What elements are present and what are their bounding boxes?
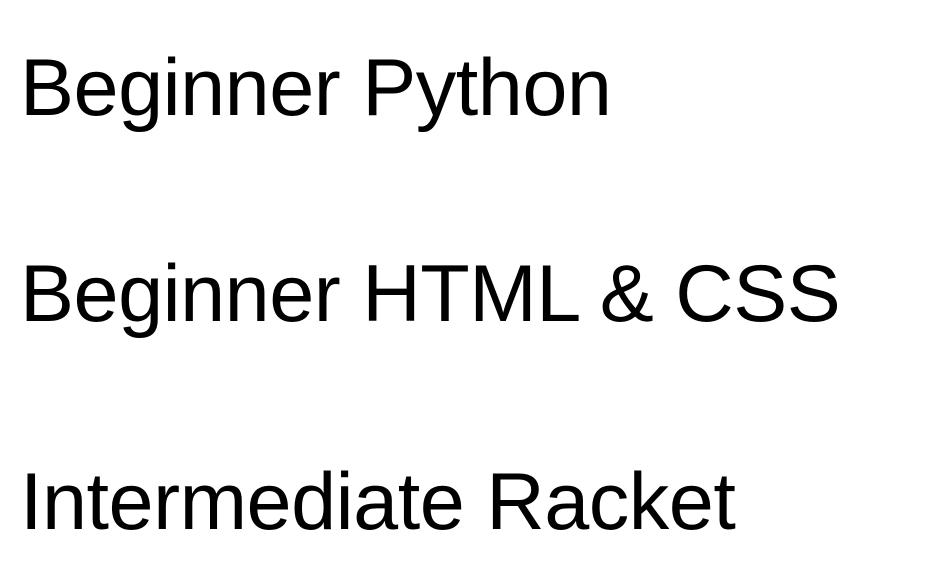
course-item-intermediate-racket: Intermediate Racket <box>20 457 736 547</box>
course-list: Beginner Python Beginner HTML & CSS Inte… <box>20 0 940 584</box>
course-item-beginner-python: Beginner Python <box>20 43 612 133</box>
course-item-beginner-html-css: Beginner HTML & CSS <box>20 249 841 339</box>
